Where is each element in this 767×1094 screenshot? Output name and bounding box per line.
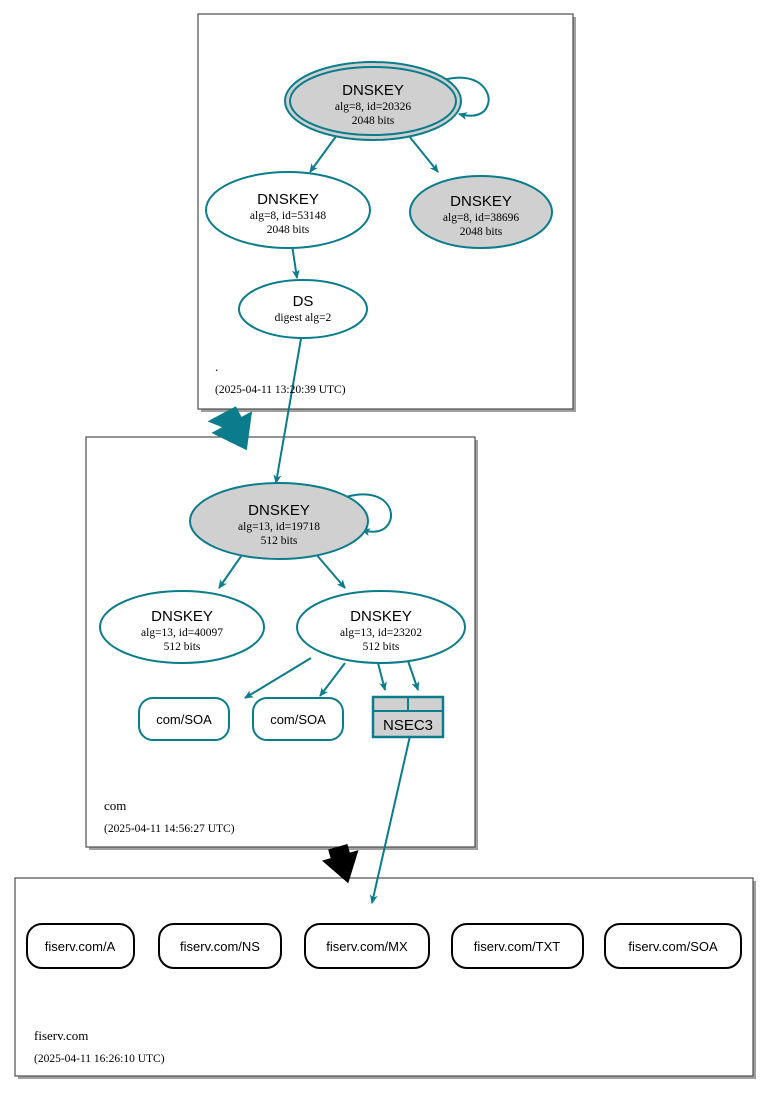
edge-root-ksk-to-38696 bbox=[408, 135, 439, 173]
node-subtitle-1: digest alg=2 bbox=[275, 312, 332, 324]
node-title: DNSKEY bbox=[342, 82, 404, 99]
edge-com-23202-to-nsec3-cell1 bbox=[377, 662, 387, 691]
node-title: DNSKEY bbox=[248, 502, 310, 519]
edge-com-ksk-to-23202 bbox=[314, 552, 346, 589]
edge-com-23202-to-soa2 bbox=[319, 662, 346, 697]
node-ellipse bbox=[99, 590, 265, 664]
node-subtitle-2: 512 bits bbox=[164, 641, 201, 653]
rrset-com-soa-1[interactable]: com/SOA bbox=[138, 697, 230, 741]
edge-root-ksk-to-53148 bbox=[309, 134, 338, 173]
node-subtitle-1: alg=13, id=40097 bbox=[141, 627, 223, 639]
node-title: DS bbox=[293, 293, 314, 310]
rrset-box bbox=[451, 923, 584, 969]
rrset-box bbox=[26, 923, 135, 969]
zone-rect-fiserv bbox=[14, 877, 754, 1077]
delegation-arrow-root-to-com bbox=[207, 406, 253, 451]
node-ellipse bbox=[296, 590, 466, 664]
node-dnskey-root-20326[interactable]: DNSKEY alg=8, id=20326 2048 bits bbox=[284, 61, 462, 141]
zone-box-fiserv bbox=[14, 877, 756, 1079]
nsec3-label: NSEC3 bbox=[383, 717, 433, 734]
rrset-box bbox=[252, 697, 344, 741]
edge-ds-to-com-ksk bbox=[273, 326, 304, 484]
node-inner-ellipse bbox=[289, 66, 457, 136]
rrset-box bbox=[304, 923, 430, 969]
rrset-label: com/SOA bbox=[270, 712, 326, 727]
rrset-box bbox=[604, 923, 742, 969]
rrset-label: fiserv.com/MX bbox=[326, 939, 408, 954]
node-title: DNSKEY bbox=[257, 191, 319, 208]
node-ellipse bbox=[409, 175, 553, 249]
node-subtitle-2: 512 bits bbox=[261, 535, 298, 547]
rrset-box bbox=[158, 923, 282, 969]
node-subtitle-2: 2048 bits bbox=[460, 226, 503, 238]
rrset-fiserv-soa[interactable]: fiserv.com/SOA bbox=[604, 923, 742, 969]
node-ellipse bbox=[205, 171, 371, 249]
node-dnskey-root-38696[interactable]: DNSKEY alg=8, id=38696 2048 bits bbox=[409, 175, 553, 249]
edges-root bbox=[273, 76, 490, 484]
node-subtitle-1: alg=13, id=19718 bbox=[238, 521, 320, 533]
rrset-label: com/SOA bbox=[156, 712, 212, 727]
edges-com bbox=[218, 493, 420, 904]
zone-label-root: . bbox=[215, 359, 218, 374]
node-dnskey-com-19718[interactable]: DNSKEY alg=13, id=19718 512 bits bbox=[189, 482, 369, 560]
rrset-com-soa-2[interactable]: com/SOA bbox=[252, 697, 344, 741]
edge-self-loop-com-ksk bbox=[345, 493, 392, 537]
rrset-label: fiserv.com/SOA bbox=[628, 939, 718, 954]
zone-timestamp-root: (2025-04-11 13:20:39 UTC) bbox=[215, 384, 346, 396]
node-subtitle-1: alg=8, id=20326 bbox=[335, 101, 411, 113]
node-dnskey-com-23202[interactable]: DNSKEY alg=13, id=23202 512 bits bbox=[296, 590, 466, 664]
zone-timestamp-fiserv: (2025-04-11 16:26:10 UTC) bbox=[34, 1053, 165, 1065]
rrset-fiserv-mx[interactable]: fiserv.com/MX bbox=[304, 923, 430, 969]
rrset-label: fiserv.com/A bbox=[45, 939, 116, 954]
node-ellipse bbox=[238, 279, 368, 339]
rrset-label: fiserv.com/NS bbox=[180, 939, 260, 954]
node-subtitle-2: 2048 bits bbox=[352, 115, 395, 127]
zone-label-com: com bbox=[104, 798, 126, 813]
rrset-fiserv-txt[interactable]: fiserv.com/TXT bbox=[451, 923, 584, 969]
node-ellipse bbox=[189, 482, 369, 560]
edge-self-loop-root-ksk bbox=[439, 76, 490, 120]
zone-label-fiserv: fiserv.com bbox=[34, 1028, 88, 1043]
node-dnskey-com-40097[interactable]: DNSKEY alg=13, id=40097 512 bits bbox=[99, 590, 265, 664]
block-arrow-com-fiserv-shape bbox=[321, 843, 359, 884]
rrset-box bbox=[138, 697, 230, 741]
node-subtitle-2: 2048 bits bbox=[267, 224, 310, 236]
zone-timestamp-com: (2025-04-11 14:56:27 UTC) bbox=[104, 823, 235, 835]
edge-com-23202-to-nsec3-cell2 bbox=[406, 657, 420, 691]
node-subtitle-1: alg=8, id=38696 bbox=[443, 212, 519, 224]
delegation-arrow-com-to-fiserv bbox=[321, 843, 359, 884]
edge-root-53148-to-ds bbox=[291, 244, 300, 279]
node-subtitle-1: alg=8, id=53148 bbox=[250, 210, 326, 222]
node-ds-root-digest2[interactable]: DS digest alg=2 bbox=[238, 279, 368, 339]
node-title: DNSKEY bbox=[350, 608, 412, 625]
nsec3-record-com[interactable]: NSEC3 bbox=[371, 695, 445, 739]
node-subtitle-1: alg=13, id=23202 bbox=[340, 627, 422, 639]
rrset-label: fiserv.com/TXT bbox=[474, 939, 560, 954]
edge-nsec3-to-fiserv bbox=[369, 735, 411, 904]
node-title: DNSKEY bbox=[450, 193, 512, 210]
rrset-fiserv-a[interactable]: fiserv.com/A bbox=[26, 923, 135, 969]
edge-com-23202-to-soa1 bbox=[244, 657, 312, 699]
rrset-fiserv-ns[interactable]: fiserv.com/NS bbox=[158, 923, 282, 969]
node-dnskey-root-53148[interactable]: DNSKEY alg=8, id=53148 2048 bits bbox=[205, 171, 371, 249]
node-title: DNSKEY bbox=[151, 608, 213, 625]
edge-com-ksk-to-40097 bbox=[218, 551, 245, 589]
node-subtitle-2: 512 bits bbox=[363, 641, 400, 653]
block-arrow-root-com-shape bbox=[207, 406, 253, 451]
